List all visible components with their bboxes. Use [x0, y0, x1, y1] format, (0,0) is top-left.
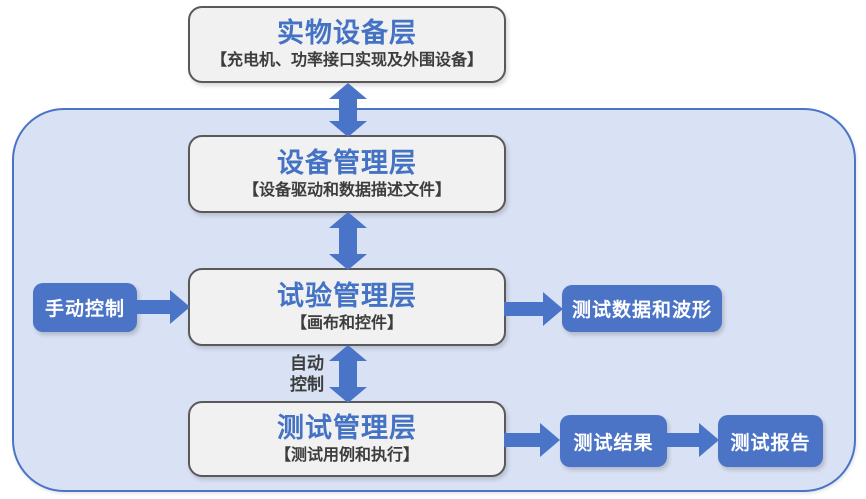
- arrow-result-to-report-icon: [665, 423, 719, 457]
- double-arrow-experiment-test-icon: [329, 345, 367, 403]
- test-report-label: 测试报告: [730, 432, 811, 454]
- arrow-test-to-result-icon: [504, 423, 560, 457]
- double-arrow-physical-device-icon: [329, 83, 367, 137]
- test-result-label: 测试结果: [573, 432, 654, 454]
- auto-control-label: 自动 控制: [284, 353, 330, 395]
- test-result-node: 测试结果: [560, 415, 667, 467]
- test-data-waveform-node: 测试数据和波形: [562, 285, 722, 332]
- manual-control-label: 手动控制: [44, 299, 125, 320]
- layer-device-subtitle: 【设备驱动和数据描述文件】: [242, 181, 451, 199]
- layer-device-management: 设备管理层 【设备驱动和数据描述文件】: [188, 135, 506, 213]
- layer-test-subtitle: 【测试用例和执行】: [274, 446, 419, 464]
- layer-experiment-subtitle: 【画布和控件】: [290, 314, 403, 332]
- manual-control-node: 手动控制: [33, 283, 137, 332]
- layer-test-title: 测试管理层: [277, 412, 417, 443]
- layer-experiment-management: 试验管理层 【画布和控件】: [188, 268, 506, 346]
- test-data-waveform-label: 测试数据和波形: [571, 300, 712, 321]
- layer-test-management: 测试管理层 【测试用例和执行】: [188, 401, 506, 477]
- layer-device-title: 设备管理层: [277, 147, 417, 178]
- test-report-node: 测试报告: [718, 415, 823, 467]
- layer-experiment-title: 试验管理层: [277, 280, 417, 311]
- arrow-manual-to-experiment-icon: [137, 290, 190, 324]
- layer-physical-device: 实物设备层 【充电机、功率接口实现及外围设备】: [188, 6, 506, 83]
- arrow-experiment-to-datawave-icon: [504, 292, 563, 326]
- layer-physical-subtitle: 【充电机、功率接口实现及外围设备】: [210, 52, 483, 69]
- layer-physical-title: 实物设备层: [277, 18, 417, 48]
- auto-control-line1: 自动: [290, 354, 324, 373]
- auto-control-line2: 控制: [290, 375, 324, 394]
- double-arrow-device-experiment-icon: [329, 212, 367, 270]
